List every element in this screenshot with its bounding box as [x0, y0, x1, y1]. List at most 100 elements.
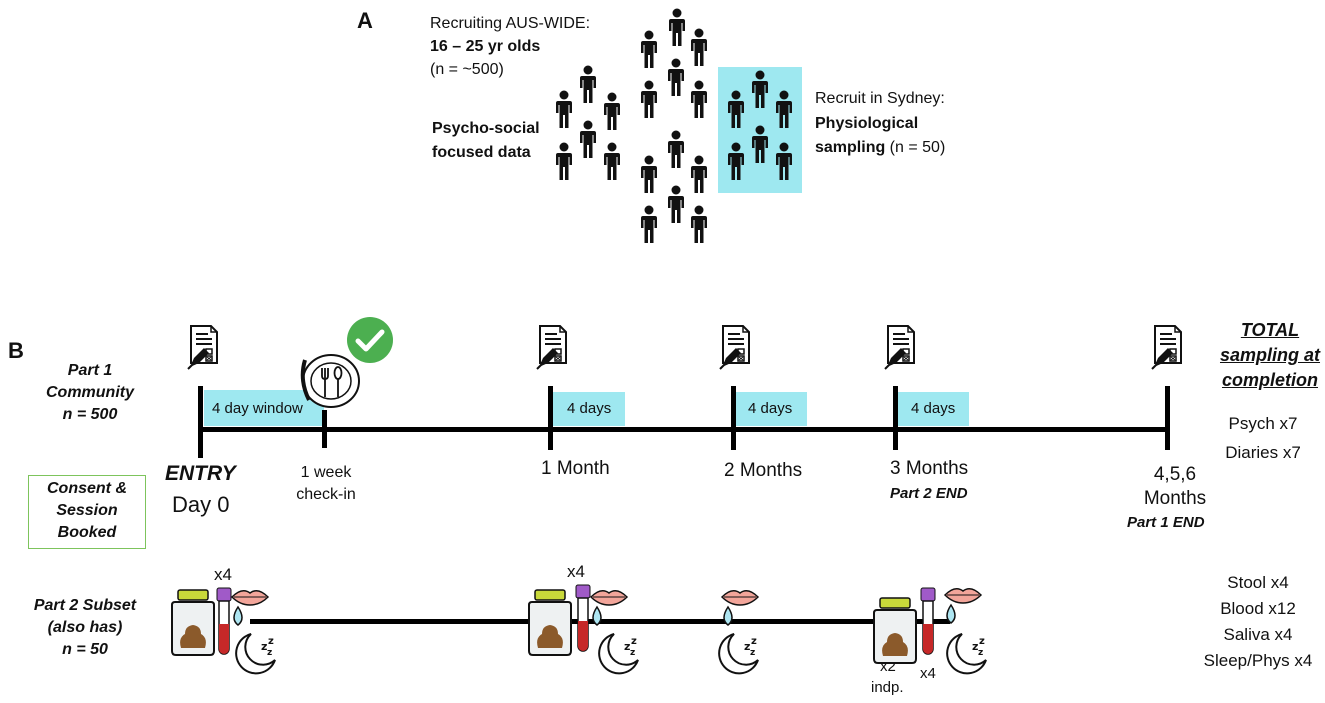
tick-month2	[731, 386, 736, 450]
person-icon	[668, 185, 684, 223]
totals-stool: Stool x4	[1227, 573, 1289, 592]
part1-end-label: Part 1 END	[1127, 514, 1205, 531]
sydney-text-line1: Recruit in Sydney:	[815, 90, 945, 107]
svg-text:z: z	[630, 648, 635, 658]
sydney-text-line2: Physiological	[815, 115, 919, 132]
svg-text:z: z	[744, 640, 750, 653]
person-icon	[641, 30, 657, 68]
totals-diaries: Diaries x7	[1225, 443, 1301, 462]
svg-text:z: z	[979, 636, 985, 647]
window-label-1: 4 day window	[212, 400, 303, 417]
totals-psych: Psych x7	[1228, 414, 1298, 433]
svg-text:z: z	[750, 648, 755, 658]
person-icon	[604, 92, 620, 130]
tick-week	[322, 410, 327, 448]
sydney-n: (n = 50)	[885, 139, 946, 156]
questionnaire-icon	[884, 325, 915, 370]
tick-month1	[548, 386, 553, 450]
totals-saliva: Saliva x4	[1223, 625, 1293, 644]
questionnaire-icon	[1151, 325, 1182, 370]
day0-label: Day 0	[172, 492, 230, 517]
week-line1: 1 week	[300, 464, 352, 481]
saliva-drop-icon	[943, 588, 983, 624]
phone-food-icon	[300, 354, 360, 408]
person-icon	[604, 142, 620, 180]
month2-label: 2 Months	[724, 460, 803, 481]
sleep-moon-icon: z z z	[235, 633, 276, 675]
totals-title-line2: sampling at	[1219, 345, 1321, 365]
person-icon	[752, 70, 768, 108]
tick-entry	[198, 386, 203, 458]
multiplier-x4-c: x4	[920, 665, 936, 682]
svg-text:z: z	[268, 636, 274, 647]
person-icon	[668, 58, 684, 96]
part2-end-label: Part 2 END	[890, 485, 968, 502]
part2-line1: Part 2 Subset	[33, 597, 137, 614]
svg-text:z: z	[624, 640, 630, 653]
svg-text:z: z	[978, 648, 983, 658]
part1-line2: Community	[46, 384, 134, 401]
svg-text:z: z	[972, 640, 978, 653]
svg-text:z: z	[751, 636, 757, 647]
totals-sleep: Sleep/Phys x4	[1203, 651, 1313, 670]
tick-month3	[893, 386, 898, 450]
person-icon	[691, 80, 707, 118]
window-label-2: 4 days	[567, 400, 612, 417]
person-icon	[556, 90, 572, 128]
recruit-text-line2: 16 – 25 yr olds	[430, 38, 541, 55]
person-icon	[641, 155, 657, 193]
part2-line2: (also has)	[47, 619, 123, 636]
questionnaire-icon	[719, 325, 750, 370]
person-icon	[728, 142, 744, 180]
person-icon	[668, 130, 684, 168]
month456-line2: Months	[1143, 488, 1207, 509]
saliva-drop-icon	[230, 590, 270, 626]
totals-blood: Blood x12	[1220, 599, 1296, 618]
totals-sample-group: Stool x4 Blood x12 Saliva x4 Sleep/Phys …	[1193, 570, 1323, 674]
part2-line3: n = 50	[62, 641, 108, 658]
month1-label: 1 Month	[541, 458, 610, 479]
person-icon	[691, 28, 707, 66]
consent-box: Consent & Session Booked	[28, 475, 146, 549]
month456-label: 4,5,6 Months	[1125, 463, 1225, 511]
person-icon	[641, 205, 657, 243]
totals-psych-group: Psych x7 Diaries x7	[1205, 409, 1321, 467]
sleep-moon-icon: z z z	[946, 633, 987, 675]
consent-line2: Session	[56, 502, 118, 519]
saliva-drop-icon	[720, 590, 760, 626]
totals-title-line3: completion	[1221, 370, 1318, 390]
person-icon	[752, 125, 768, 163]
psycho-text-line1: Psycho-social	[432, 120, 540, 137]
blood-tube-icon	[575, 584, 591, 652]
multiplier-x4-b: x4	[567, 562, 585, 581]
saliva-drop-icon	[589, 590, 629, 626]
person-icon	[691, 155, 707, 193]
person-icon	[641, 80, 657, 118]
totals-title: TOTAL sampling at completion	[1215, 318, 1325, 393]
svg-text:z: z	[267, 648, 272, 658]
consent-line1: Consent &	[47, 480, 127, 497]
sleep-moon-icon: z z z	[718, 633, 759, 675]
person-icon	[580, 120, 596, 158]
tick-month456	[1165, 386, 1170, 450]
part1-timeline	[200, 427, 1170, 432]
person-icon	[691, 205, 707, 243]
sydney-sampling: sampling	[815, 139, 886, 156]
totals-title-line1: TOTAL	[1240, 320, 1300, 340]
questionnaire-icon	[187, 325, 218, 370]
checkmark-icon	[347, 317, 393, 363]
person-icon	[728, 90, 744, 128]
blood-tube-icon	[216, 587, 232, 655]
entry-label: ENTRY	[165, 462, 236, 485]
week-label: 1 week check-in	[280, 462, 372, 506]
sydney-text-line3: sampling (n = 50)	[815, 137, 945, 159]
recruit-text-line3: (n = ~500)	[430, 61, 504, 78]
stool-jar-icon	[528, 589, 572, 656]
window-box-1	[204, 390, 324, 426]
person-icon	[580, 65, 596, 103]
svg-text:z: z	[631, 636, 637, 647]
panel-b-label: B	[8, 338, 24, 363]
window-label-3: 4 days	[748, 400, 793, 417]
month456-line1: 4,5,6	[1153, 464, 1197, 485]
person-icon	[776, 90, 792, 128]
